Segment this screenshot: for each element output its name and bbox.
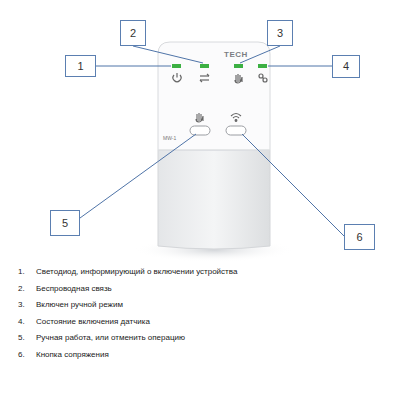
led (234, 64, 243, 68)
callout-box: 1 (65, 55, 96, 77)
list-text: Светодиод, информирующий о включении уст… (36, 268, 237, 277)
model-name: MW-1 (163, 136, 176, 142)
list-number: 4. (18, 318, 25, 327)
callout-number: 5 (62, 218, 68, 229)
button (190, 126, 210, 135)
leader-lines (80, 46, 344, 236)
button (226, 126, 246, 135)
callout-number: 6 (356, 232, 362, 243)
device-base (158, 150, 270, 249)
callout-number: 1 (77, 61, 83, 72)
list-number: 2. (18, 285, 25, 294)
list-number: 5. (18, 334, 25, 343)
callout-box: 6 (344, 224, 375, 250)
brand-logo: TECH (224, 51, 248, 60)
callout-number: 4 (343, 61, 349, 72)
list-text: Кнопка сопряжения (36, 351, 109, 360)
list-text: Ручная работа, или отменить операцию (36, 334, 185, 343)
icons (173, 73, 267, 83)
list-number: 1. (18, 268, 25, 277)
callout-box: 5 (50, 210, 80, 236)
callout-box: 2 (120, 20, 146, 46)
led (200, 64, 209, 68)
list-text: Состояние включения датчика (36, 318, 150, 327)
callout-box: 3 (267, 20, 293, 46)
led (258, 64, 267, 68)
callout-number: 3 (277, 28, 283, 39)
led (172, 64, 181, 68)
button-icons (196, 113, 241, 122)
list-number: 3. (18, 301, 25, 310)
list-text: Включен ручной режим (36, 301, 123, 310)
list-text: Беспроводная связь (36, 285, 112, 294)
list-number: 6. (18, 351, 25, 360)
callout-number: 2 (130, 28, 136, 39)
device-front (158, 42, 270, 150)
callout-box: 4 (332, 55, 360, 78)
